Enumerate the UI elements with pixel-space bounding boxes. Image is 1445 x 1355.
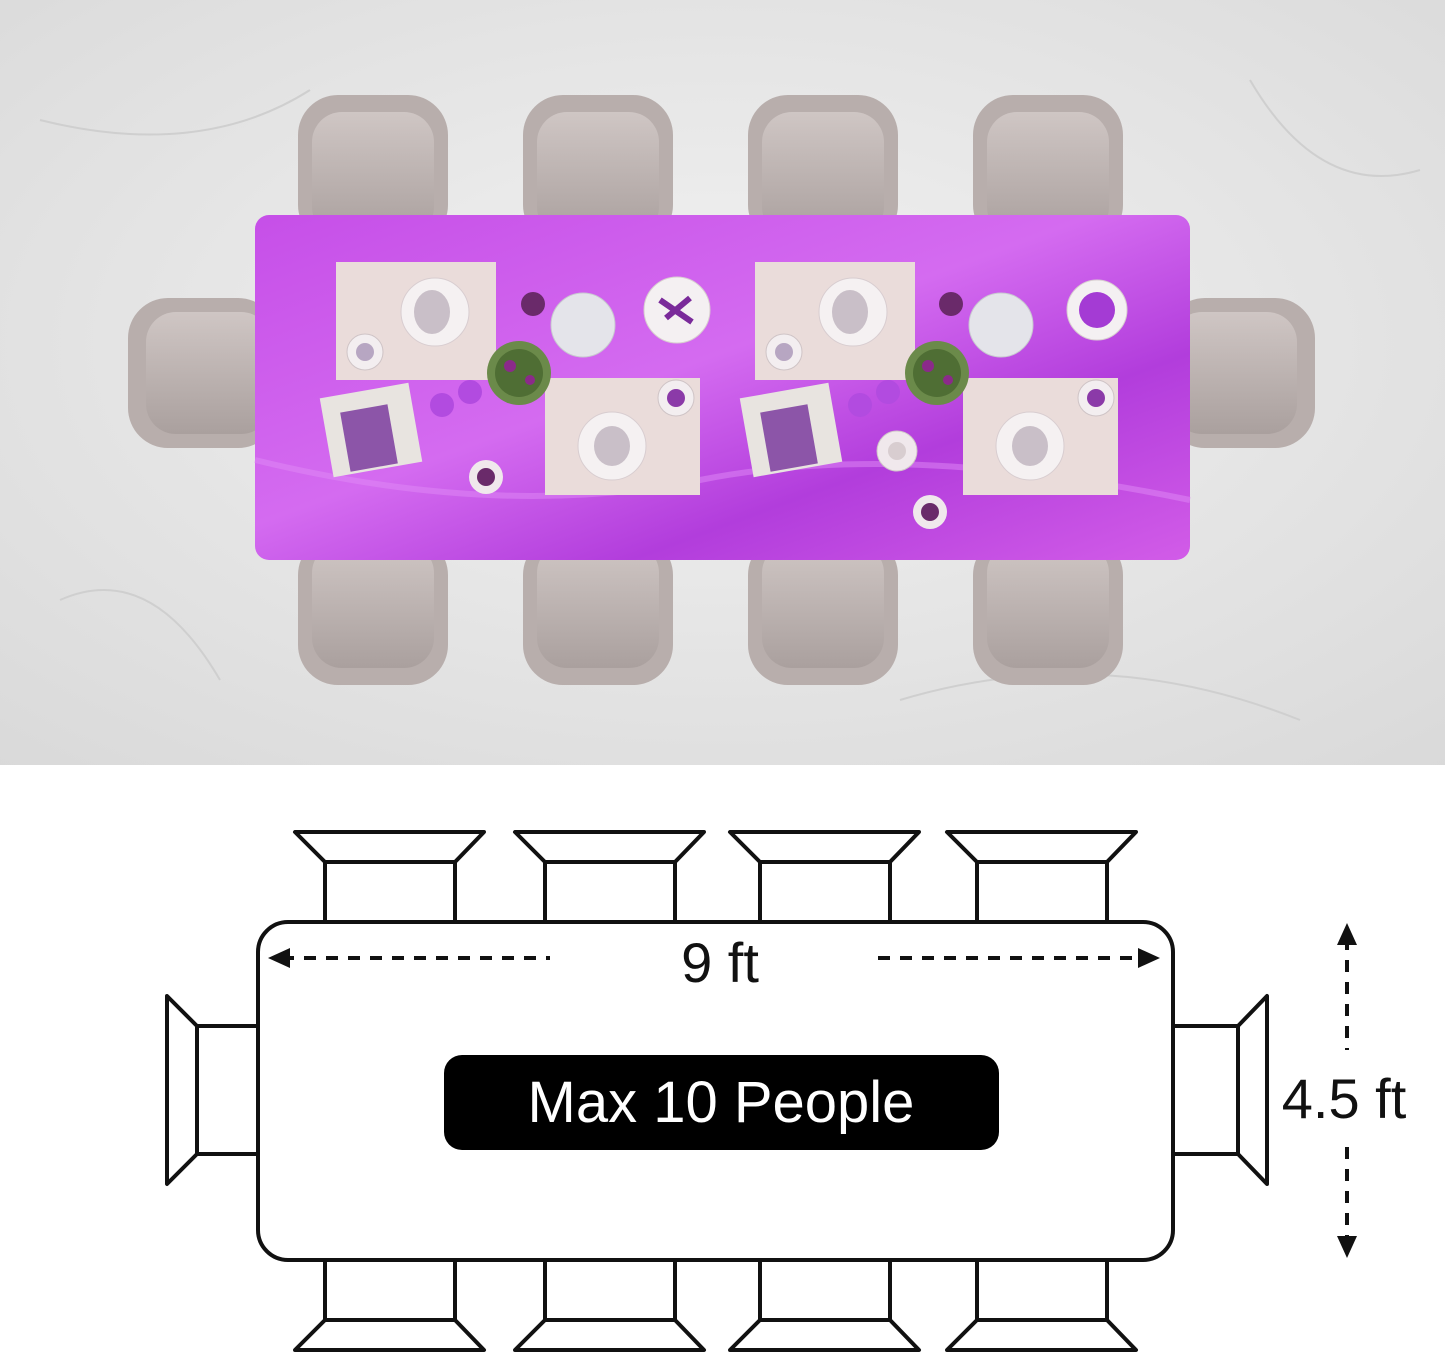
diagram-chair <box>728 830 921 924</box>
diagram-chair-right <box>1171 994 1269 1186</box>
photo-chairs-top <box>298 95 1123 245</box>
photo-chair <box>298 95 448 245</box>
diagram-chair <box>513 830 706 924</box>
arrow-up-icon <box>1337 923 1357 945</box>
diagram-chair <box>293 1258 486 1352</box>
photo-chairs-bottom <box>298 535 1123 685</box>
diagram-chair-left <box>165 994 262 1186</box>
photo-chair <box>523 95 673 245</box>
width-dimension <box>1337 923 1357 1258</box>
length-label: 9 ft <box>681 931 759 994</box>
table-photo-illustration <box>0 0 1445 765</box>
photo-chair <box>298 535 448 685</box>
table-dimension-diagram: 9 ft 4.5 ft Max 10 People <box>0 765 1445 1355</box>
diagram-chairs-bottom <box>293 1258 1138 1352</box>
capacity-badge: Max 10 People <box>444 1055 999 1150</box>
capacity-label: Max 10 People <box>528 1070 915 1135</box>
diagram-chair <box>728 1258 921 1352</box>
length-dimension <box>268 948 1160 968</box>
table-photo <box>0 0 1445 765</box>
arrow-down-icon <box>1337 1236 1357 1258</box>
arrow-right-icon <box>1138 948 1160 968</box>
photo-chair <box>748 535 898 685</box>
diagram-chair <box>945 1258 1138 1352</box>
photo-chair-right <box>1165 298 1315 448</box>
place-settings-right <box>739 262 1128 529</box>
dimension-diagram-svg: 9 ft 4.5 ft Max 10 People <box>165 830 1407 1352</box>
photo-chair-left <box>128 298 278 448</box>
width-label: 4.5 ft <box>1282 1067 1407 1130</box>
photo-chair <box>523 535 673 685</box>
diagram-chair <box>293 830 486 924</box>
photo-chair <box>973 95 1123 245</box>
arrow-left-icon <box>268 948 290 968</box>
photo-chair <box>748 95 898 245</box>
diagram-chair <box>945 830 1138 924</box>
diagram-chair <box>513 1258 706 1352</box>
photo-chair <box>973 535 1123 685</box>
diagram-chairs-top <box>293 830 1138 924</box>
place-settings-left <box>319 262 711 495</box>
